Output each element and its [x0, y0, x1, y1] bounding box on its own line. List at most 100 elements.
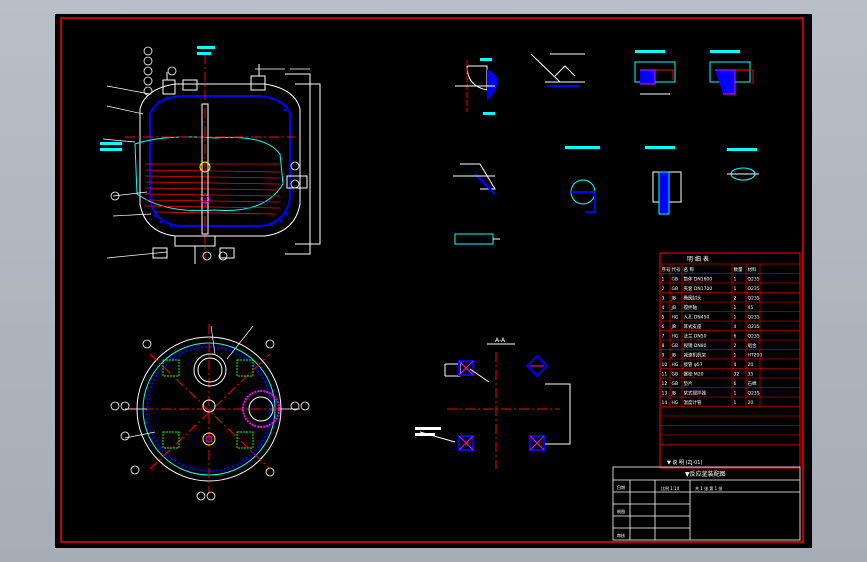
bom-cell: HG [672, 334, 679, 340]
elevation-view [100, 46, 321, 264]
plan-view [110, 324, 310, 501]
bom-cell: 35 [748, 372, 754, 378]
bom-cell: 4 [662, 305, 665, 311]
bom-cell: 8 [662, 343, 665, 349]
bom-cell: JB [671, 353, 676, 359]
bom-cell: 温度计管 [684, 399, 702, 406]
bom-cell: 4 [734, 324, 737, 330]
bom-header-cell: 名 称 [684, 266, 695, 273]
bom-cell: 14 [662, 400, 668, 406]
bom-cell: HG [672, 400, 679, 406]
bom-cell: GB [672, 381, 679, 387]
bom-cell: 32 [734, 372, 740, 378]
bom-cell: JB [671, 324, 676, 330]
bom-cell: 6 [734, 334, 737, 340]
bom-cell: JB [671, 305, 676, 311]
bom-cell: 6 [662, 324, 665, 330]
bom-cell: 螺栓 M20 [684, 371, 704, 378]
title-sheet: 共 1 张 第 1 张 [695, 485, 722, 491]
bom-header-cell: 序号 [662, 266, 671, 273]
bom-note: ▼ 说 明 (ZJ-01) [667, 459, 702, 466]
bom-cell: HG [672, 362, 679, 368]
bom-cell: HT200 [748, 353, 763, 359]
bom-cell: Q235 [748, 324, 760, 330]
bom-cell: Q235 [748, 334, 760, 340]
section-aa: A-A [415, 337, 571, 469]
bom-cell: 12 [662, 381, 668, 387]
bom-cell: 4 [734, 362, 737, 368]
title-checked: 审核 [617, 532, 625, 538]
title-drawn: 制图 [617, 508, 625, 514]
bom-cell: 3 [662, 296, 665, 302]
vessel-shell [149, 95, 291, 227]
bom-cell: JB [671, 391, 676, 397]
bom-cell: 2 [662, 286, 665, 292]
bom-cell: GB [672, 286, 679, 292]
bom-cell: Q235 [748, 277, 760, 283]
bom-cell: Q235 [748, 391, 760, 397]
bom-cell: 石棉 [748, 380, 757, 387]
bom-cell: 2 [734, 343, 737, 349]
bom-cell: 耳式支座 [684, 323, 702, 330]
bom-cell: JB [671, 296, 676, 302]
bom-cell: 1 [734, 315, 737, 321]
bom-cell: 垫片 [684, 380, 693, 387]
agitator-shaft [201, 103, 209, 235]
detail-views [453, 50, 759, 245]
bom-cell: 椭圆封头 [684, 295, 702, 302]
title-block: ▼反应釜装配图 比例 1:10 共 1 张 第 1 张 日期 制图 审核 [612, 466, 801, 541]
bom-cell: GB [672, 372, 679, 378]
bom-cell: Q235 [748, 296, 760, 302]
coil-lines [144, 163, 281, 215]
sheet-border [60, 17, 804, 543]
bom-cell: 1 [734, 353, 737, 359]
bom-cell: 13 [662, 391, 668, 397]
bom-header: 明 细 表 [687, 255, 709, 263]
bom-cell: 20 [748, 400, 754, 406]
bom-cell: 1 [734, 305, 737, 311]
bom-cell: Q235 [748, 315, 760, 321]
bom-cell: 1 [734, 277, 737, 283]
bom-cell: 9 [662, 353, 665, 359]
bom-cell: 6 [734, 381, 737, 387]
bom-cell: 5 [662, 315, 665, 321]
bom-cell: GB [672, 277, 679, 283]
title-date: 日期 [617, 484, 625, 490]
bom-cell: 1 [734, 400, 737, 406]
bom-cell: HG [672, 315, 679, 321]
manhole [193, 353, 227, 387]
bom-cell: Q235 [748, 286, 760, 292]
part-balloons [110, 46, 300, 261]
bom-cell: 45 [748, 305, 754, 311]
bom-cell: 筒体 DN1600 [684, 276, 713, 283]
bom-cell: 10 [662, 362, 668, 368]
title-scale: 比例 1:10 [661, 485, 680, 491]
sight-glass [242, 390, 280, 428]
bom-cell: 1 [662, 277, 665, 283]
bom-cell: 人孔 DN450 [684, 314, 710, 321]
bom-cell: 接管 φ57 [684, 361, 703, 368]
bom-cell: 1 [734, 391, 737, 397]
bom-cell: 搅拌轴 [684, 304, 698, 311]
bom-header-cell: 材料 [748, 266, 757, 273]
bom-cell: 2 [734, 296, 737, 302]
bom-cell: 组合 [748, 342, 757, 349]
bom-cell: 夹套 DN1700 [684, 285, 713, 292]
bom-cell: 7 [662, 334, 665, 340]
bom-header-cell: 代号 [672, 266, 681, 273]
bom-cell: 视镜 DN80 [684, 342, 707, 349]
section-aa-label: A-A [495, 337, 506, 344]
bom-cell: 11 [662, 372, 668, 378]
bom-cell: 减速机机架 [684, 352, 707, 359]
bom-cell: 法兰 DN50 [684, 333, 707, 340]
bom-cell: 桨式搅拌器 [684, 390, 707, 397]
bom-header-cell: 数量 [734, 266, 743, 273]
bom-cell: 1 [734, 286, 737, 292]
jacket-outline [139, 83, 301, 237]
bom-cell: GB [672, 343, 679, 349]
title-main: ▼反应釜装配图 [685, 470, 726, 478]
